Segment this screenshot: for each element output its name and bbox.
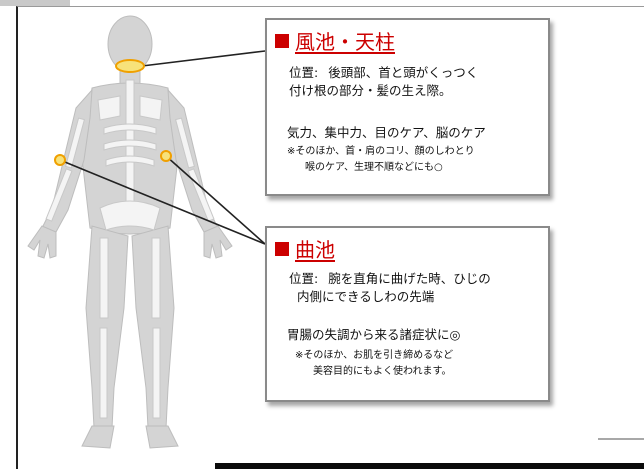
bottom-rule [215, 463, 644, 469]
point-name: 風池・天柱 [295, 30, 395, 54]
connector-lines [59, 50, 266, 245]
red-square-icon [275, 241, 289, 256]
acupoint-marker-kyokuchi-left [54, 154, 66, 166]
note-line-1: ※そのほか、お肌を引き締めるなど [295, 350, 454, 361]
note-line-2: 喉のケア、生理不順などにも○ [305, 162, 443, 173]
position-line-1: 位置: 腕を直角に曲げた時、ひじの [289, 268, 491, 287]
position-line-2: 付け根の部分・髪の生え際。 [289, 83, 452, 98]
red-square-icon [275, 33, 289, 48]
connector-line-fuuchi [141, 50, 266, 67]
position-text: 後頭部、首と頭がくっつく [328, 65, 479, 80]
info-box-fuuchi: 風池・天柱 位置: 後頭部、首と頭がくっつく 付け根の部分・髪の生え際。 気力、… [265, 18, 550, 196]
acupoint-marker-fuuchi [115, 59, 145, 73]
effect-text: 気力、集中力、目のケア、脳のケア [287, 125, 486, 140]
figure-skeleton [45, 79, 215, 419]
point-name: 曲池 [295, 238, 335, 262]
effect-text: 胃腸の失調から来る諸症状に◎ [287, 327, 461, 342]
point-title: 風池・天柱 [275, 26, 395, 55]
position-label: 位置: [289, 271, 319, 286]
body-figure [27, 15, 266, 449]
corner-bar [0, 0, 70, 6]
position-line-1: 位置: 後頭部、首と頭がくっつく [289, 62, 478, 81]
point-title: 曲池 [275, 234, 335, 263]
page-frame [16, 6, 644, 469]
connector-line-kyokuchi-right [165, 155, 266, 245]
side-rule [598, 438, 644, 440]
figure-left-hand [27, 225, 57, 259]
acupoint-marker-kyokuchi-right [160, 150, 172, 162]
position-label: 位置: [289, 65, 319, 80]
figure-right-foot [145, 425, 179, 449]
figure-left-foot [81, 425, 115, 449]
note-line-1: ※そのほか、首・肩のコリ、顔のしわとり [287, 146, 475, 157]
note-line-2: 美容目的にもよく使われます。 [313, 366, 452, 377]
connector-line-kyokuchi-left [59, 159, 266, 245]
position-text: 腕を直角に曲げた時、ひじの [328, 271, 491, 286]
figure-right-hand [203, 225, 233, 259]
position-line-2: 内側にできるしわの先端 [297, 289, 435, 304]
info-box-kyokuchi: 曲池 位置: 腕を直角に曲げた時、ひじの 内側にできるしわの先端 胃腸の失調から… [265, 226, 550, 402]
